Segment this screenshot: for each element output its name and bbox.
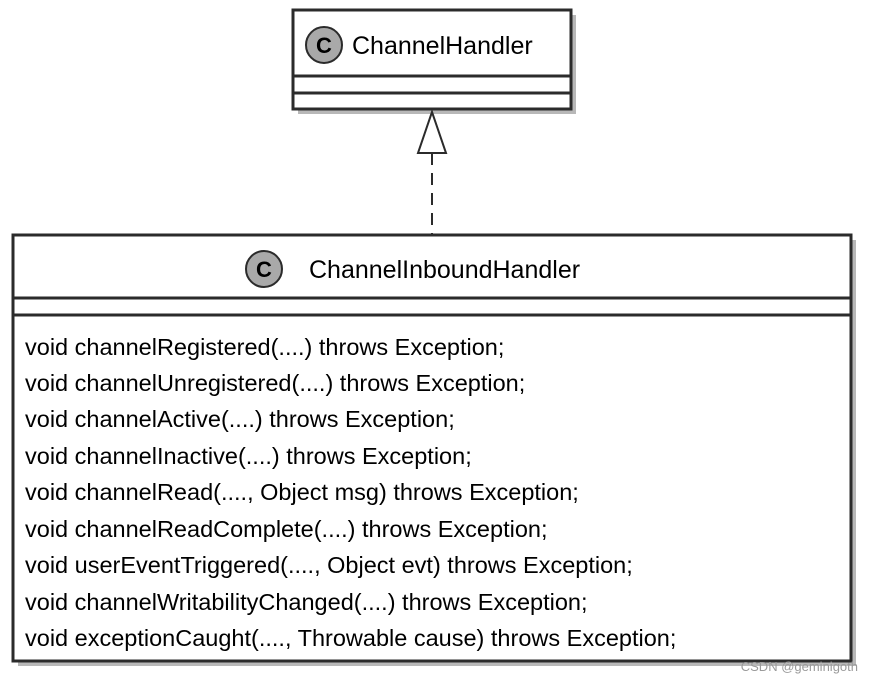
method-item: void channelInactive(....) throws Except… [25, 443, 472, 469]
class-channelinboundhandler: C ChannelInboundHandler void channelRegi… [11, 233, 856, 666]
method-item: void channelWritabilityChanged(....) thr… [25, 589, 588, 615]
method-item: void channelRead(...., Object msg) throw… [25, 479, 579, 505]
class-name-channelhandler: ChannelHandler [352, 32, 533, 60]
realization-relationship [416, 108, 448, 234]
class-name-channelinboundhandler: ChannelInboundHandler [309, 256, 580, 284]
method-item: void channelUnregistered(....) throws Ex… [25, 370, 525, 396]
method-item: void channelRegistered(....) throws Exce… [25, 334, 504, 360]
method-item: void exceptionCaught(...., Throwable cau… [25, 625, 676, 651]
class-badge-icon [245, 250, 283, 288]
watermark: CSDN @geminigoth [741, 659, 858, 674]
hollow-triangle-arrowhead-icon [416, 108, 448, 154]
class-badge-letter: C [316, 33, 332, 58]
class-channelinboundhandler-box [11, 233, 853, 663]
method-list: void channelRegistered(....) throws Exce… [25, 334, 676, 651]
class-channelhandler: C ChannelHandler [291, 8, 576, 114]
method-item: void channelActive(....) throws Exceptio… [25, 406, 455, 432]
method-item: void channelReadComplete(....) throws Ex… [25, 516, 548, 542]
method-item: void userEventTriggered(...., Object evt… [25, 552, 633, 578]
class-badge-icon [305, 26, 343, 64]
class-badge-letter: C [256, 257, 272, 282]
